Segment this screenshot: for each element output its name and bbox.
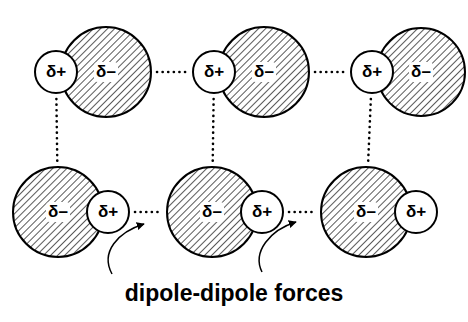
circle-fill [395, 191, 437, 233]
partial-charge: δ– [409, 62, 433, 83]
dipole-attraction [157, 71, 187, 74]
circle-hatching [377, 28, 465, 116]
circle-outline [193, 51, 235, 93]
circle-fill [35, 51, 77, 93]
partial-charge: δ+ [360, 62, 384, 83]
circle-outline [35, 51, 77, 93]
circle-fill [61, 27, 151, 117]
positive-atom: δ+ [240, 190, 284, 234]
circle-outline [351, 51, 393, 93]
dipole-attraction [135, 211, 161, 214]
partial-charge: δ– [46, 202, 70, 223]
positive-atom: δ+ [86, 190, 130, 234]
partial-charge: δ– [354, 202, 378, 223]
circle-fill [241, 191, 283, 233]
positive-atom: δ+ [350, 50, 394, 94]
dipole-attraction [211, 99, 214, 161]
circle-outline [395, 191, 437, 233]
circle-outline [219, 27, 309, 117]
positive-atom: δ+ [34, 50, 78, 94]
circle-outline [87, 191, 129, 233]
dipole-attraction [315, 71, 345, 74]
force-label: dipole-dipole forces [123, 280, 346, 306]
partial-charge: δ– [252, 62, 276, 83]
partial-charge: δ+ [96, 202, 120, 223]
circle-outline [241, 191, 283, 233]
circle-fill [193, 51, 235, 93]
partial-charge: δ+ [250, 202, 274, 223]
positive-atom: δ+ [394, 190, 438, 234]
partial-charge: δ– [200, 202, 224, 223]
circle-outline [61, 27, 151, 117]
dipole-attraction [289, 211, 315, 214]
circle-fill [377, 28, 465, 116]
dipole-attraction [55, 99, 58, 161]
dipole-attraction [368, 99, 371, 161]
partial-charge: δ+ [44, 62, 68, 83]
circle-hatching [61, 27, 151, 117]
circle-fill [219, 27, 309, 117]
partial-charge: δ+ [404, 202, 428, 223]
circle-fill [351, 51, 393, 93]
partial-charge: δ– [94, 62, 118, 83]
circle-outline [377, 28, 465, 116]
circle-hatching [219, 27, 309, 117]
circle-fill [87, 191, 129, 233]
label-line: dipole-dipole forces [0, 280, 468, 307]
partial-charge: δ+ [202, 62, 226, 83]
positive-atom: δ+ [192, 50, 236, 94]
